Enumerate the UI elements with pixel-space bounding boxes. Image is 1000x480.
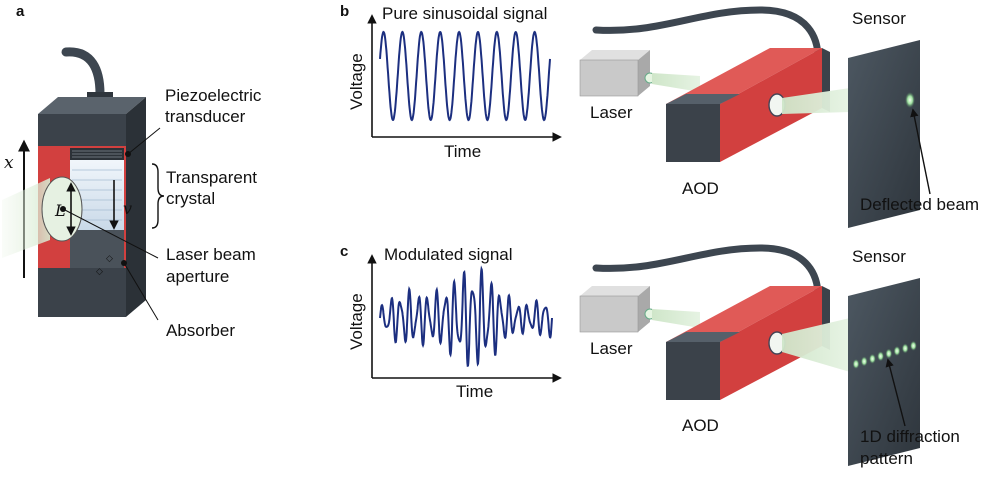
diffraction-spot	[860, 356, 868, 367]
diffraction-spot	[885, 348, 893, 359]
aod-c-output-beam	[782, 318, 850, 372]
aod-b-cable	[592, 6, 822, 62]
diffraction-spot	[869, 353, 876, 364]
signal-title-b: Pure sinusoidal signal	[382, 4, 547, 23]
aod-b-front-top	[666, 94, 740, 104]
aod-b-top	[666, 48, 822, 104]
laser-c-label: Laser	[590, 339, 633, 358]
laser-b-side	[638, 50, 650, 96]
label-transducer-2: transducer	[165, 107, 246, 126]
diffraction-spot	[877, 351, 884, 362]
panel-c: c Modulated signal Voltage Time Laser AO…	[340, 243, 960, 468]
label-transducer-1: Piezoelectric	[165, 86, 262, 105]
sensor-c	[848, 278, 920, 466]
diffraction-arrow	[885, 358, 906, 427]
signal-title-c: Modulated signal	[384, 245, 513, 264]
label-crystal-2: crystal	[166, 189, 215, 208]
velocity-symbol: v	[123, 199, 132, 218]
laser-c-top	[580, 286, 650, 296]
plot-c-ylabel: Voltage	[347, 293, 366, 350]
aod-b-label: AOD	[682, 179, 719, 198]
panel-b-letter: b	[340, 3, 349, 20]
absorber-mark: ◇	[96, 266, 103, 276]
transducer-cable	[61, 47, 105, 99]
deflected-spot	[905, 92, 915, 108]
plot-c-xlabel: Time	[456, 382, 493, 401]
diffraction-spot	[901, 343, 909, 354]
plot-b-xlabel: Time	[444, 142, 481, 161]
length-symbol: L	[54, 201, 66, 220]
aod-c-front	[666, 342, 720, 400]
crystal-brace	[151, 163, 165, 229]
sensor-c-label: Sensor	[852, 247, 906, 266]
deflected-beam-label: Deflected beam	[860, 195, 979, 214]
laser-b-box	[579, 59, 639, 97]
aod-c-cable	[592, 244, 822, 300]
label-crystal-1: Transparent	[166, 168, 257, 187]
aod-b-front	[666, 104, 720, 162]
incoming-beam	[2, 178, 50, 258]
absorber-leader	[123, 262, 159, 321]
plot-b-ylabel: Voltage	[347, 53, 366, 110]
laser-c-beam	[652, 309, 700, 328]
diffraction-spot	[852, 359, 860, 369]
laser-b-beam	[652, 73, 700, 92]
transducer-leader	[127, 127, 161, 155]
laser-c-side	[638, 286, 650, 332]
x-axis-symbol: x	[4, 153, 14, 173]
aperture-leader	[62, 208, 159, 259]
laser-b-label: Laser	[590, 103, 633, 122]
panel-b: b Pure sinusoidal signal Voltage Time La…	[340, 3, 979, 228]
sensor-b	[848, 40, 920, 228]
piezo-stripes	[72, 150, 122, 158]
label-absorber: Absorber	[166, 321, 235, 340]
deflected-beam-arrow	[910, 108, 931, 195]
aod-b-output-beam	[782, 88, 850, 114]
aod-c-top	[666, 286, 822, 342]
diffraction-spot	[893, 346, 901, 356]
label-aperture-1: Laser beam	[166, 245, 256, 264]
device-top	[38, 97, 146, 114]
aod-c-front-top	[666, 332, 740, 342]
panel-c-letter: c	[340, 243, 348, 260]
pattern-label-2: pattern	[860, 449, 913, 468]
sensor-b-label: Sensor	[852, 9, 906, 28]
modulated-curve	[379, 265, 553, 368]
laser-b-top	[580, 50, 650, 60]
pattern-label-1: 1D diffraction	[860, 427, 960, 446]
panel-a-letter: a	[16, 3, 25, 20]
diffraction-spots	[852, 340, 917, 369]
label-aperture-2: aperture	[166, 267, 229, 286]
panel-a: a x ◇ ◇	[2, 3, 262, 340]
aod-c-label: AOD	[682, 416, 719, 435]
absorber-block	[70, 230, 124, 268]
sinusoid-curve	[379, 30, 551, 122]
absorber-mark-2: ◇	[106, 253, 113, 263]
laser-c-box	[579, 295, 639, 333]
diffraction-spot	[910, 340, 917, 351]
